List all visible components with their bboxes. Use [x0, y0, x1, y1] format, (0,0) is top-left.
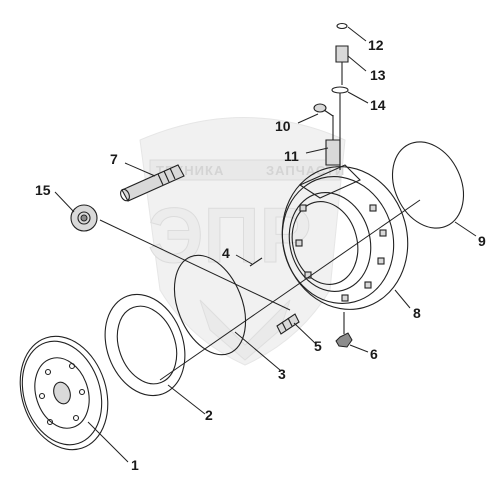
shaft-part: [120, 164, 185, 202]
callout-3: 3: [278, 366, 286, 382]
callout-7: 7: [110, 151, 118, 167]
pin-part: [249, 257, 263, 267]
callout-8: 8: [413, 305, 421, 321]
housing-part: [281, 164, 409, 310]
bolt-part: [313, 103, 334, 117]
callout-10: 10: [275, 118, 291, 134]
spring-part: [276, 313, 300, 335]
callout-2: 2: [205, 407, 213, 423]
seal-ring-part: [173, 254, 247, 356]
callout-6: 6: [370, 346, 378, 362]
clutch-disc-part: [19, 335, 109, 451]
callout-4: 4: [222, 245, 230, 261]
callout-labels: 1 2 3 4 5 6 7 8 9 10 11 12 13 14 15: [35, 37, 486, 473]
gear-part: [70, 204, 98, 232]
callout-13: 13: [370, 67, 386, 83]
o-ring-part: [392, 141, 464, 229]
callout-5: 5: [314, 338, 322, 354]
callout-15: 15: [35, 182, 51, 198]
tube-part: [325, 115, 341, 166]
fitting-stack-part: [331, 22, 349, 170]
callout-12: 12: [368, 37, 384, 53]
svg-text:ЭПР: ЭПР: [148, 191, 312, 279]
callout-14: 14: [370, 97, 386, 113]
callout-9: 9: [478, 233, 486, 249]
callout-11: 11: [284, 148, 299, 164]
callout-1: 1: [131, 457, 139, 473]
leader-lines: [54, 26, 477, 463]
friction-ring-part: [104, 293, 186, 397]
nut-part: [335, 312, 353, 348]
watermark-logo: ТЕХНИКА ЗАПЧАСТИ ЭПР: [139, 117, 346, 366]
